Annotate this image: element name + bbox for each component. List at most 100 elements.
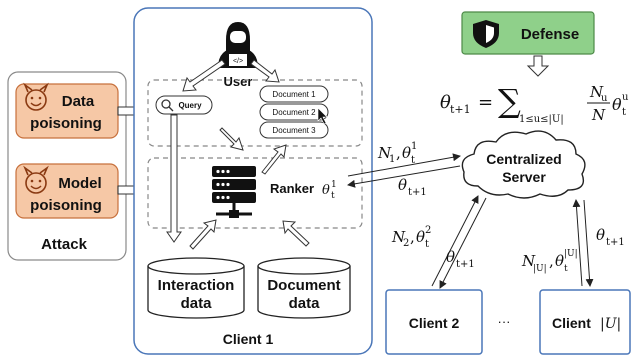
search-icon [161,99,174,112]
client2-upload-label: N 2 , θ t 2 [391,225,431,250]
document-data-line2: data [289,295,321,312]
query-box: Query [155,95,213,115]
n1-sub: 1 [389,154,395,165]
ranker-theta-sub: t [331,191,335,201]
theta2-sup: 2 [425,225,431,236]
query-docs-region [147,79,363,147]
query-to-interaction-arrow [166,114,182,243]
theta2-sub: t [425,239,429,250]
formula-frac-den: N [591,106,606,124]
client-u-prefix: Client [552,315,591,331]
cursor-icon [317,107,328,125]
client1-upload-arrow [347,153,461,177]
attack-title: Attack [41,236,88,253]
interaction-data-line1: Interaction [158,277,235,294]
formula-theta-sup: u [622,92,629,103]
thetau-sup: |U| [564,249,578,259]
document-list: Document 1 Document 2 Document 3 [259,85,329,139]
user-icon: </> [218,22,258,68]
client1-panel: </> User Query Document 1 Document 2 Doc… [133,7,373,355]
data-poisoning-line1: Data [62,93,95,110]
document-data-line1: Document [267,277,340,294]
formula-frac-num-sub: u [601,93,608,104]
n2-symbol: N [391,228,406,246]
client-u-index: |U| [600,316,621,332]
user-to-query-arrow [182,59,226,92]
model-poisoning-line2: poisoning [30,197,102,214]
theta1-sub: t [411,155,415,166]
client2-download-label: θ t+1 [446,248,475,270]
server-label-line2: Server [502,169,546,185]
thetau-symbol: θ [555,252,564,270]
document-data-db: Document data [257,257,351,319]
server-label-line1: Centralized [486,151,561,167]
theta2-symbol: θ [416,228,425,246]
devil-icon [23,82,49,111]
clientu-download-arrow [583,199,594,287]
document-item-2 [259,103,329,121]
formula-theta: θ [612,95,622,114]
document-1-label: Document 1 [272,90,316,99]
n2-sub: 2 [403,238,409,249]
nu-symbol: N [521,252,536,270]
ranker-theta: θ t 1 [322,180,337,201]
nu-comma: , [549,252,554,270]
client-u-box: Client |U| [539,289,631,355]
user-to-docs-arrow [250,59,280,83]
ranker-server-icon [212,166,256,218]
document-3-label: Document 3 [272,126,316,135]
user-label: User [224,74,253,89]
theta-next-u-sub: t+1 [606,237,625,248]
interaction-data-line2: data [181,295,213,312]
aggregation-formula: θ t+1 = ∑ 1≤u≤|U| N u N θ t u [440,82,629,125]
formula-lhs-sub: t+1 [450,103,471,116]
interaction-data-db: Interaction data [147,257,245,319]
client1-download-arrow [347,165,461,188]
client2-download-arrow [439,197,487,289]
client1-title: Client 1 [223,331,274,347]
defense-box: Defense [461,11,595,55]
ranker-region [147,157,363,229]
defense-arrow [526,55,550,77]
clients-ellipsis: ··· [498,314,511,329]
client1-download-label: θ t+1 [398,176,427,198]
document-to-ranker-arrow [282,220,310,247]
query-label: Query [178,101,202,110]
clientu-upload-arrow [572,199,583,287]
ranker-theta-symbol: θ [322,183,330,198]
interaction-to-ranker-arrow [189,219,217,250]
data-poisoning-box: Data poisoning [15,82,119,139]
ranker-theta-sup: 1 [331,180,337,190]
attack-panel: Data poisoning Model poisoning Attack [7,71,127,261]
model-poisoning-line1: Model [58,175,101,192]
svg-text:</>: </> [233,58,243,65]
formula-sum: ∑ [498,82,521,120]
clientu-download-label: θ t+1 [596,226,625,248]
shield-icon [473,20,499,48]
ranker-to-docs-arrow [261,144,287,175]
defense-title: Defense [521,26,579,43]
theta1-sup: 1 [411,141,417,152]
theta-next-u-symbol: θ [596,226,605,244]
formula-equals: = [478,92,493,113]
n1-symbol: N [377,144,392,162]
theta1-symbol: θ [402,144,411,162]
query-to-ranker-arrow [219,127,244,151]
client2-upload-arrow [431,195,479,287]
ranker-label: Ranker [270,181,314,196]
document-2-label: Document 2 [272,108,316,117]
centralized-server-cloud: Centralized Server [461,130,586,199]
theta-next-2-symbol: θ [446,248,455,266]
clientu-upload-label: N |U| , θ t |U| [521,249,578,274]
client2-label: Client 2 [409,315,460,331]
client2-box: Client 2 [385,289,483,355]
theta-next-1-sub: t+1 [408,187,427,198]
formula-frac-num: N [589,83,604,101]
formula-lhs: θ [440,92,451,113]
formula-theta-sub: t [622,107,626,118]
model-poisoning-box: Model poisoning [15,163,119,219]
document-item-3 [259,121,329,139]
document-item-1 [259,85,329,103]
theta-next-1-symbol: θ [398,176,407,194]
devil-icon [23,165,49,194]
